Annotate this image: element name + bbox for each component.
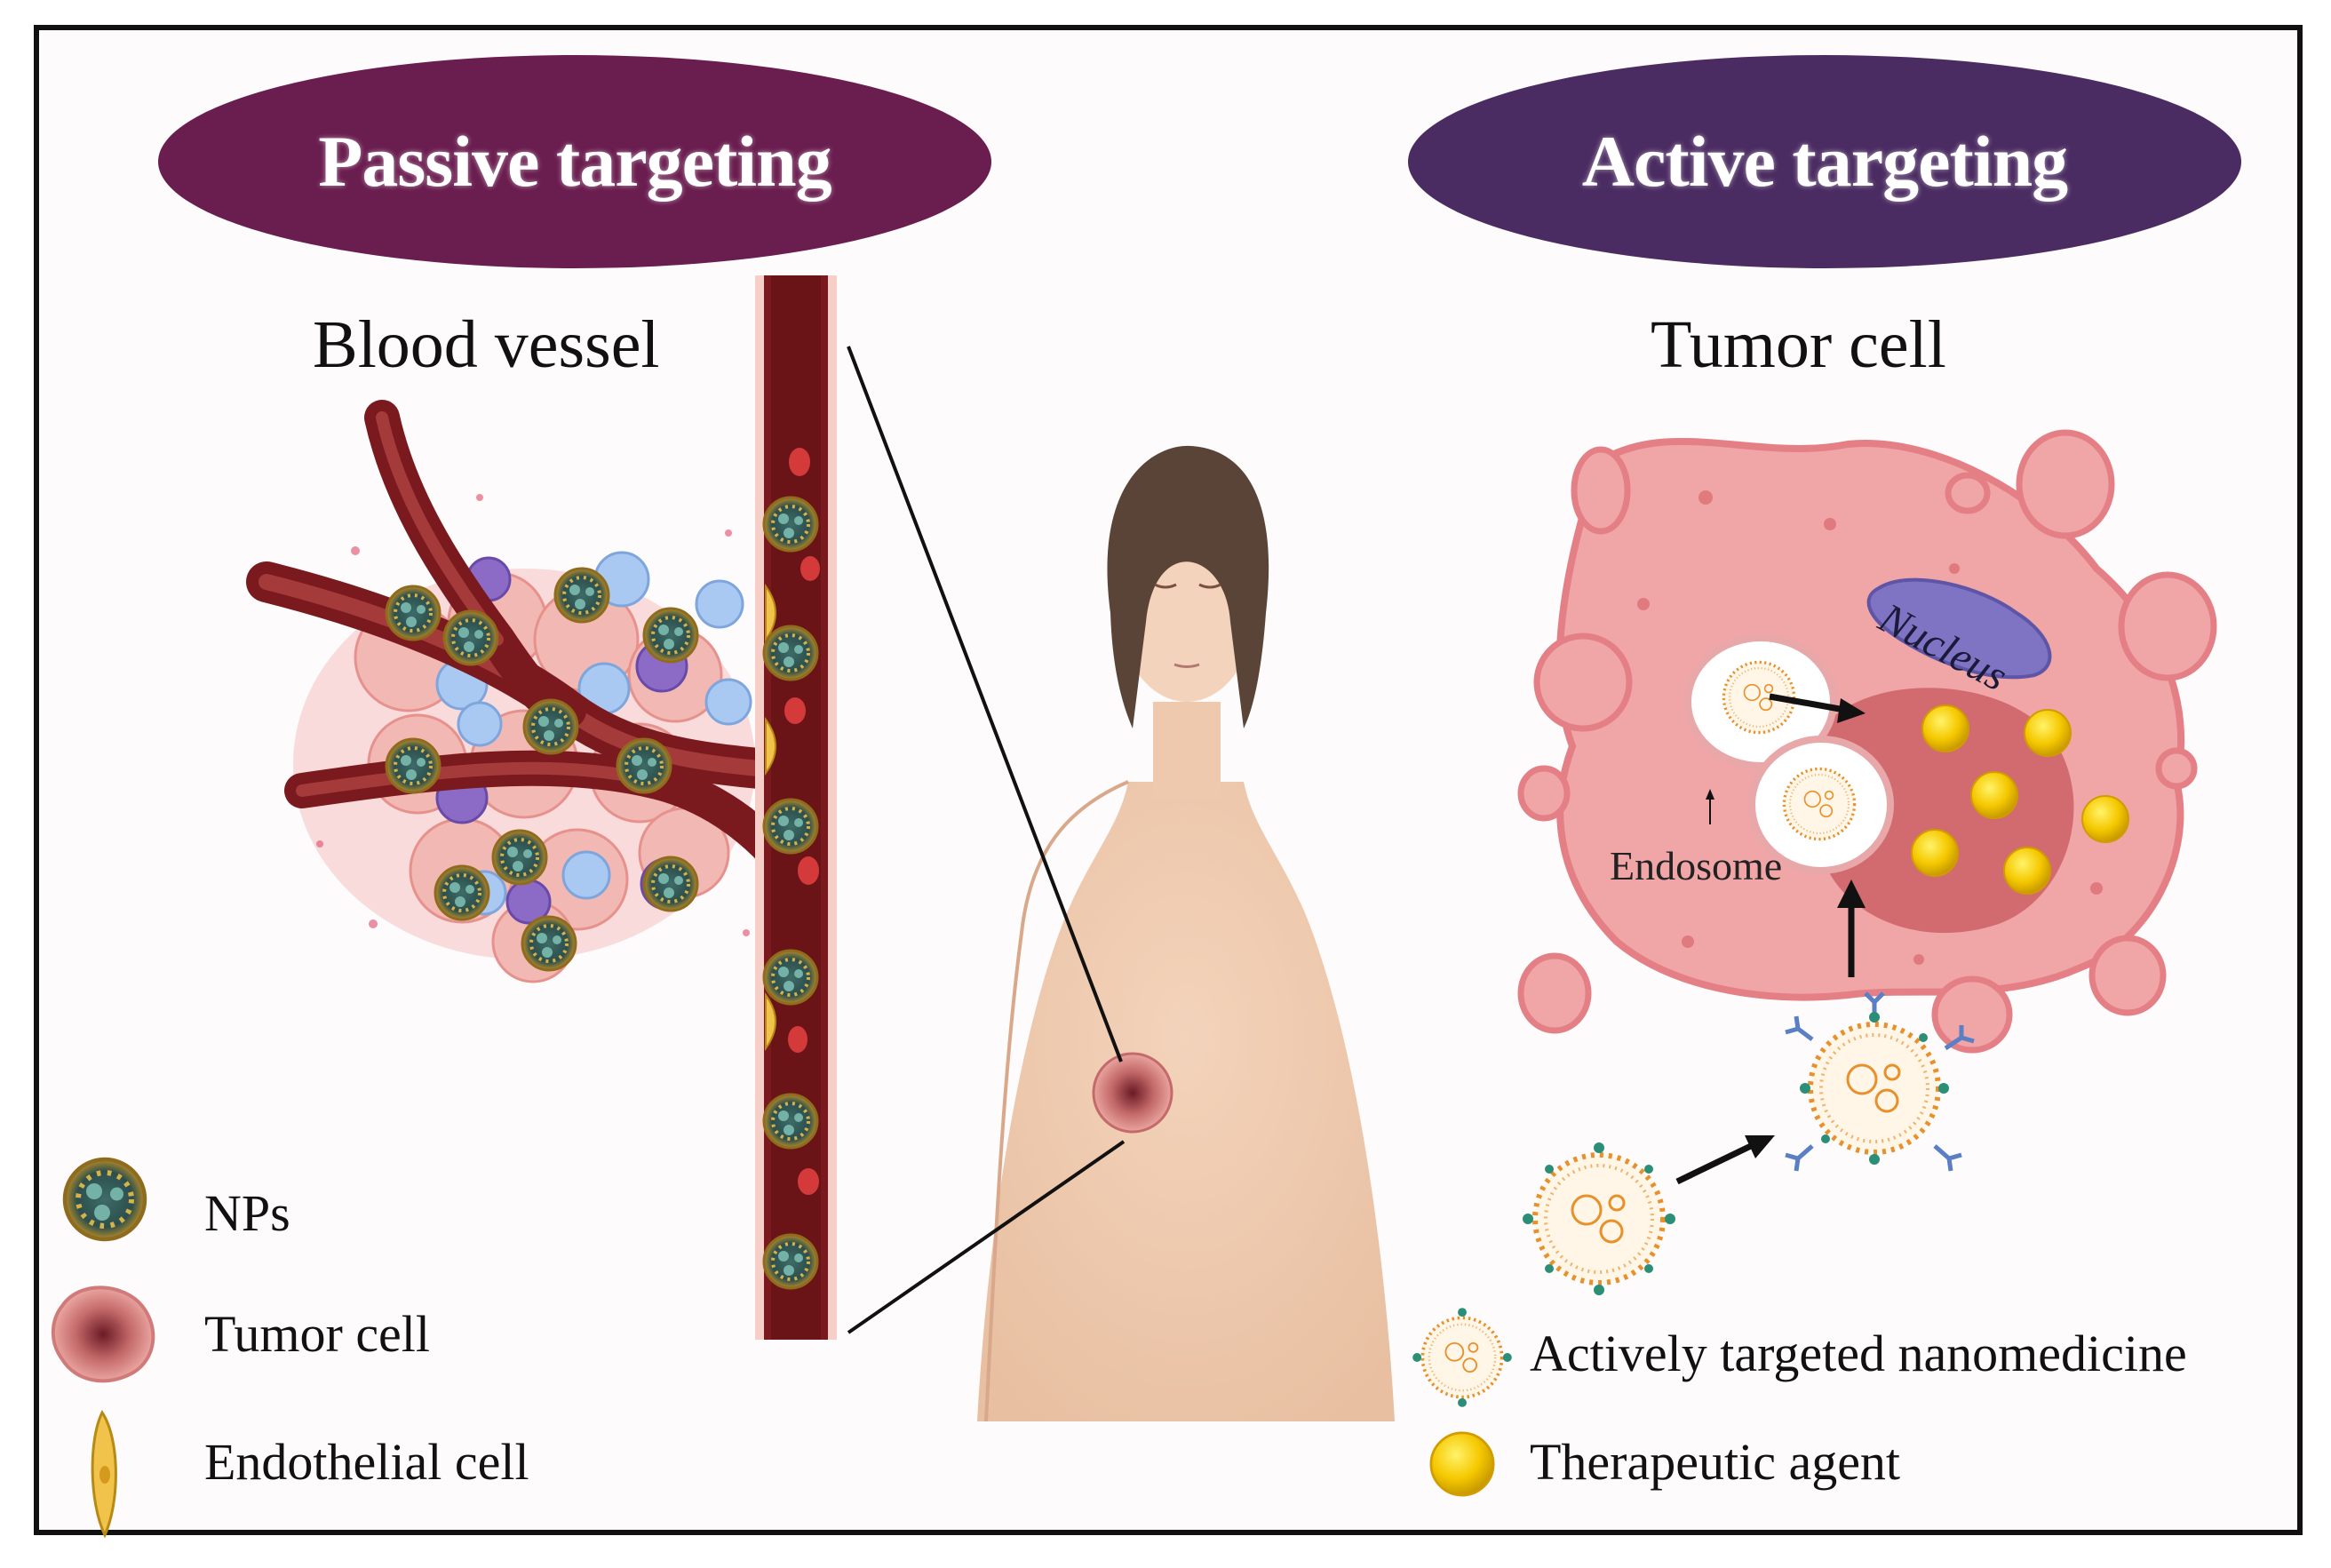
- nanomedicine-legend-icon: [1412, 1308, 1512, 1407]
- passive-targeting-title: Passive targeting: [158, 55, 991, 268]
- active-targeting-title: Active targeting: [1408, 55, 2241, 268]
- active-targeting-label: Active targeting: [1581, 121, 2068, 202]
- tumor-tissue-cluster: [293, 494, 755, 983]
- targeted-nanoparticle-binding: [1523, 991, 1975, 1295]
- legend-actively-targeted-nanomedicine: Actively targeted nanomedicine: [1530, 1325, 2187, 1382]
- legend-therapeutic-agent: Therapeutic agent: [1530, 1433, 1901, 1491]
- endosomes: [1684, 634, 1894, 874]
- tumor-cell-legend-icon: [51, 1285, 155, 1383]
- legend-nps: NPs: [204, 1184, 290, 1242]
- endosome-label: Endosome: [1610, 843, 1783, 888]
- tumor-cell-heading: Tumor cell: [1651, 307, 1946, 382]
- blood-vessel-heading: Blood vessel: [313, 307, 660, 382]
- np-legend-icon: [65, 1159, 145, 1239]
- endothelial-cell-legend-icon: [91, 1410, 117, 1539]
- connector-lines: [847, 346, 1126, 1334]
- therapeutic-agent-legend-icon: [1429, 1431, 1495, 1497]
- nucleus: [1866, 577, 2052, 680]
- passive-targeting-label: Passive targeting: [318, 121, 831, 202]
- legend-tumor-cell: Tumor cell: [204, 1305, 431, 1363]
- arrows: [1675, 693, 1866, 1185]
- legend-endothelial-cell: Endothelial cell: [204, 1433, 529, 1491]
- human-figure: [977, 445, 1395, 1422]
